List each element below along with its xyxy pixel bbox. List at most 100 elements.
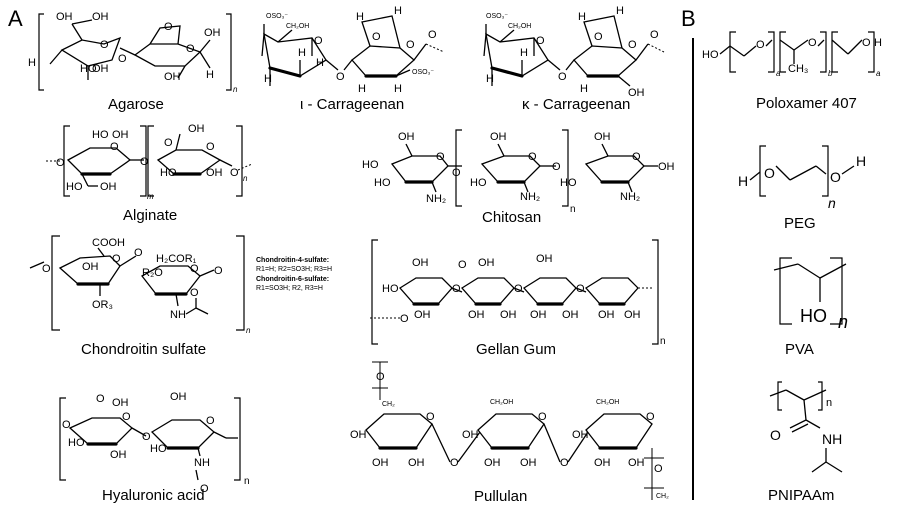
svg-text:OH: OH <box>92 11 109 23</box>
svg-text:NH: NH <box>170 309 186 321</box>
svg-text:CH₂OH: CH₂OH <box>490 399 513 406</box>
svg-text:O: O <box>164 21 173 33</box>
caption-agarose: Agarose <box>108 96 164 113</box>
svg-text:CH₂: CH₂ <box>382 401 395 408</box>
svg-text:O: O <box>830 169 841 185</box>
svg-text:HO: HO <box>470 177 487 189</box>
pva-structure: HO n <box>773 257 848 332</box>
svg-text:H: H <box>394 83 402 95</box>
svg-text:n: n <box>246 326 251 335</box>
svg-text:OH: OH <box>594 131 611 143</box>
agarose-structure: n H OH OH HO OH O O O O OH OH H <box>28 11 238 94</box>
svg-text:CH₂: CH₂ <box>656 493 669 500</box>
svg-text:HO: HO <box>66 181 83 193</box>
svg-text:OH: OH <box>82 261 99 273</box>
panel-letter-b: B <box>681 6 696 31</box>
svg-text:O: O <box>206 415 215 427</box>
svg-text:n: n <box>233 85 238 94</box>
caption-poloxamer-407: Poloxamer 407 <box>756 95 857 112</box>
svg-text:O: O <box>164 137 173 149</box>
svg-text:O: O <box>558 71 567 83</box>
svg-text:O: O <box>862 37 871 49</box>
svg-text:O: O <box>646 411 655 423</box>
svg-text:H: H <box>358 83 366 95</box>
svg-text:O: O <box>436 151 445 163</box>
svg-text:O: O <box>190 287 199 299</box>
svg-text:O: O <box>770 427 781 443</box>
svg-text:NH₂: NH₂ <box>520 191 540 203</box>
svg-text:OH: OH <box>628 457 645 469</box>
svg-text:O: O <box>376 371 385 383</box>
svg-text:OH: OH <box>490 131 507 143</box>
svg-text:O: O <box>594 31 603 43</box>
svg-text:O: O <box>122 411 131 423</box>
svg-text:O: O <box>42 263 51 275</box>
svg-text:Chondroitin-6-sulfate:: Chondroitin-6-sulfate: <box>256 276 329 283</box>
svg-text:OH: OH <box>206 167 223 179</box>
chitosan-structure: OH O HO HO NH₂ O n OH O HO NH₂ O OH O HO… <box>362 129 675 215</box>
svg-text:HO: HO <box>362 159 379 171</box>
svg-text:n: n <box>826 397 832 409</box>
svg-text:H: H <box>316 57 324 69</box>
svg-text:CH₃: CH₃ <box>788 63 808 75</box>
svg-text:NH₂: NH₂ <box>426 193 446 205</box>
svg-text:O: O <box>632 151 641 163</box>
svg-text:O: O <box>230 167 239 179</box>
svg-text:O: O <box>458 259 467 271</box>
svg-text:HO: HO <box>560 177 577 189</box>
svg-text:HO: HO <box>80 63 97 75</box>
svg-text:O: O <box>450 457 459 469</box>
pullulan-structure: O CH₂ O OH OH OH O CH₂OH O OH OH OH O CH… <box>350 361 669 500</box>
svg-text:O: O <box>140 156 149 168</box>
svg-text:R1=SO3H; R2, R3=H: R1=SO3H; R2, R3=H <box>256 285 323 292</box>
alginate-structure: m n O O HO OH HO OH O O OH O HO OH O <box>46 123 253 201</box>
svg-text:O: O <box>406 39 415 51</box>
svg-text:OH: OH <box>598 309 615 321</box>
caption-pva: PVA <box>785 341 814 358</box>
svg-text:a: a <box>876 69 881 78</box>
svg-text:OH: OH <box>398 131 415 143</box>
svg-text:OSO₃⁻: OSO₃⁻ <box>266 13 288 20</box>
chondroitin-sulfate-structure: n O COOH O OH OR₃ O H₂COR₁ R₂O O O NH O <box>29 235 251 335</box>
svg-text:O: O <box>190 263 199 275</box>
svg-text:O: O <box>186 43 195 55</box>
svg-text:HO: HO <box>160 167 177 179</box>
svg-text:NH₂: NH₂ <box>620 191 640 203</box>
peg-structure: H O n O H <box>738 145 866 211</box>
caption-hyaluronic-acid: Hyaluronic acid <box>102 487 205 504</box>
svg-text:H: H <box>264 73 272 85</box>
svg-text:OH: OH <box>56 11 73 23</box>
svg-text:O: O <box>576 283 585 295</box>
svg-text:O: O <box>206 141 215 153</box>
caption-iota-carrageenan: ι - Carrageenan <box>300 96 404 113</box>
svg-text:OH: OH <box>520 457 537 469</box>
svg-text:CH₂OH: CH₂OH <box>596 399 619 406</box>
svg-text:H: H <box>356 11 364 23</box>
svg-text:O: O <box>452 283 461 295</box>
svg-text:n: n <box>244 476 250 487</box>
svg-text:OH: OH <box>100 181 117 193</box>
svg-text:n: n <box>570 204 576 215</box>
svg-text:O: O <box>62 419 71 431</box>
svg-text:CH₂OH: CH₂OH <box>508 23 531 30</box>
chondroitin-sulfate-note: Chondroitin-4-sulfate: R1=H; R2=SO3H; R3… <box>256 257 332 292</box>
svg-text:OH: OH <box>624 309 641 321</box>
svg-text:OH: OH <box>188 123 205 135</box>
svg-text:H: H <box>578 11 586 23</box>
svg-text:H: H <box>738 173 748 189</box>
svg-text:H: H <box>486 73 494 85</box>
caption-chitosan: Chitosan <box>482 209 541 226</box>
caption-peg: PEG <box>784 215 816 232</box>
svg-text:a: a <box>776 69 781 78</box>
svg-text:O: O <box>100 39 109 51</box>
svg-text:O: O <box>96 393 105 405</box>
svg-text:H: H <box>874 37 882 49</box>
svg-text:O: O <box>134 247 143 259</box>
svg-text:OH: OH <box>468 309 485 321</box>
svg-text:NH: NH <box>822 431 842 447</box>
svg-text:O: O <box>428 29 437 41</box>
pnipaam-structure: n O NH <box>769 381 843 473</box>
svg-text:HO: HO <box>68 437 85 449</box>
svg-text:COOH: COOH <box>92 237 125 249</box>
svg-text:HO: HO <box>374 177 391 189</box>
